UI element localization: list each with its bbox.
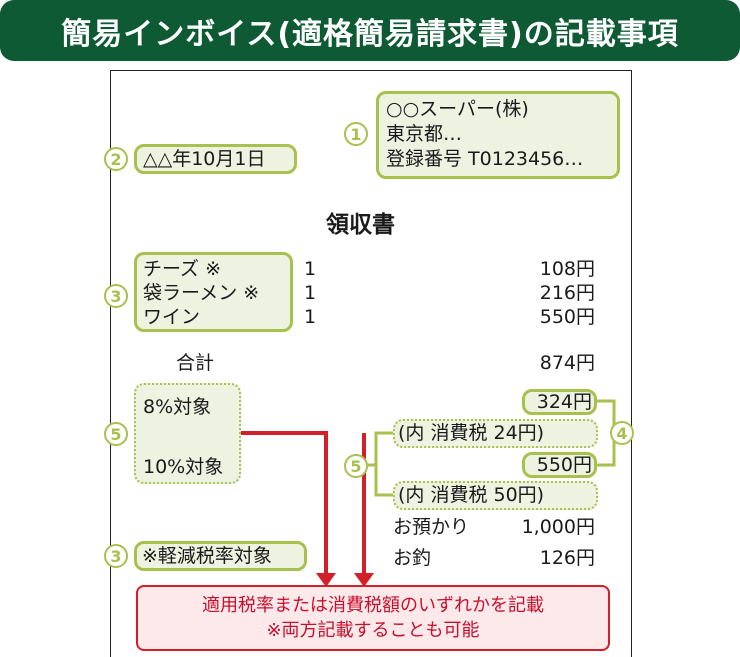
- rate-labels-box: [134, 383, 241, 484]
- deposit-value: 1,000円: [521, 516, 595, 538]
- item-price: 216円: [539, 282, 595, 304]
- change-label: お釣: [393, 547, 432, 569]
- rate8-value: 324円: [536, 391, 592, 413]
- item-qty: 1: [304, 282, 317, 304]
- rate10-label: 10%対象: [143, 456, 224, 478]
- item-name: チーズ ※: [143, 258, 222, 280]
- date-text: △△年10月1日: [143, 148, 266, 170]
- note-line-1: 適用税率または消費税額のいずれかを記載: [202, 595, 544, 616]
- item-name: 袋ラーメン ※: [143, 282, 260, 304]
- marker-1: 1: [344, 122, 368, 146]
- title-bar: 簡易インボイス(適格簡易請求書)の記載事項: [0, 0, 740, 61]
- reduced-rate-note: ※軽減税率対象: [142, 545, 272, 567]
- deposit-label: お預かり: [393, 516, 470, 538]
- change-value: 126円: [539, 547, 595, 569]
- item-price: 550円: [539, 306, 595, 328]
- tax10-text: (内 消費税 50円): [398, 484, 545, 506]
- item-price: 108円: [539, 258, 595, 280]
- items-box: [134, 252, 293, 332]
- requirement-note: 適用税率または消費税額のいずれかを記載 ※両方記載することも可能: [136, 585, 610, 651]
- note-line-2: ※両方記載することも可能: [266, 620, 480, 641]
- marker-3-items: 3: [104, 284, 128, 308]
- shop-name: ○○スーパー(株): [386, 98, 529, 120]
- tax8-text: (内 消費税 24円): [398, 422, 545, 444]
- shop-info-box: [376, 91, 620, 179]
- registration-number: 登録番号 T0123456…: [386, 148, 584, 170]
- receipt-heading: 領収書: [326, 212, 395, 238]
- marker-2: 2: [104, 147, 128, 171]
- marker-5-right: 5: [344, 454, 368, 478]
- rate10-value: 550円: [536, 454, 592, 476]
- item-name: ワイン: [143, 306, 201, 328]
- rate8-label: 8%対象: [143, 396, 212, 418]
- page-title: 簡易インボイス(適格簡易請求書)の記載事項: [61, 16, 679, 52]
- arrowhead-left: [316, 573, 336, 587]
- arrowhead-right: [354, 573, 374, 587]
- shop-address: 東京都…: [386, 123, 463, 145]
- marker-4: 4: [610, 421, 634, 445]
- item-qty: 1: [304, 306, 317, 328]
- reduced-rate-box: [134, 541, 307, 571]
- rate8-value-box: [522, 389, 597, 415]
- tax8-box: [393, 419, 598, 448]
- item-qty: 1: [304, 258, 317, 280]
- date-box: [134, 144, 297, 174]
- marker-3-reduced: 3: [104, 544, 128, 568]
- total-value: 874円: [539, 352, 595, 374]
- marker-5-left: 5: [104, 422, 128, 446]
- bracket-5-lines: [366, 431, 393, 497]
- total-label: 合計: [176, 352, 215, 374]
- tax10-box: [393, 481, 598, 510]
- rate10-value-box: [522, 452, 597, 478]
